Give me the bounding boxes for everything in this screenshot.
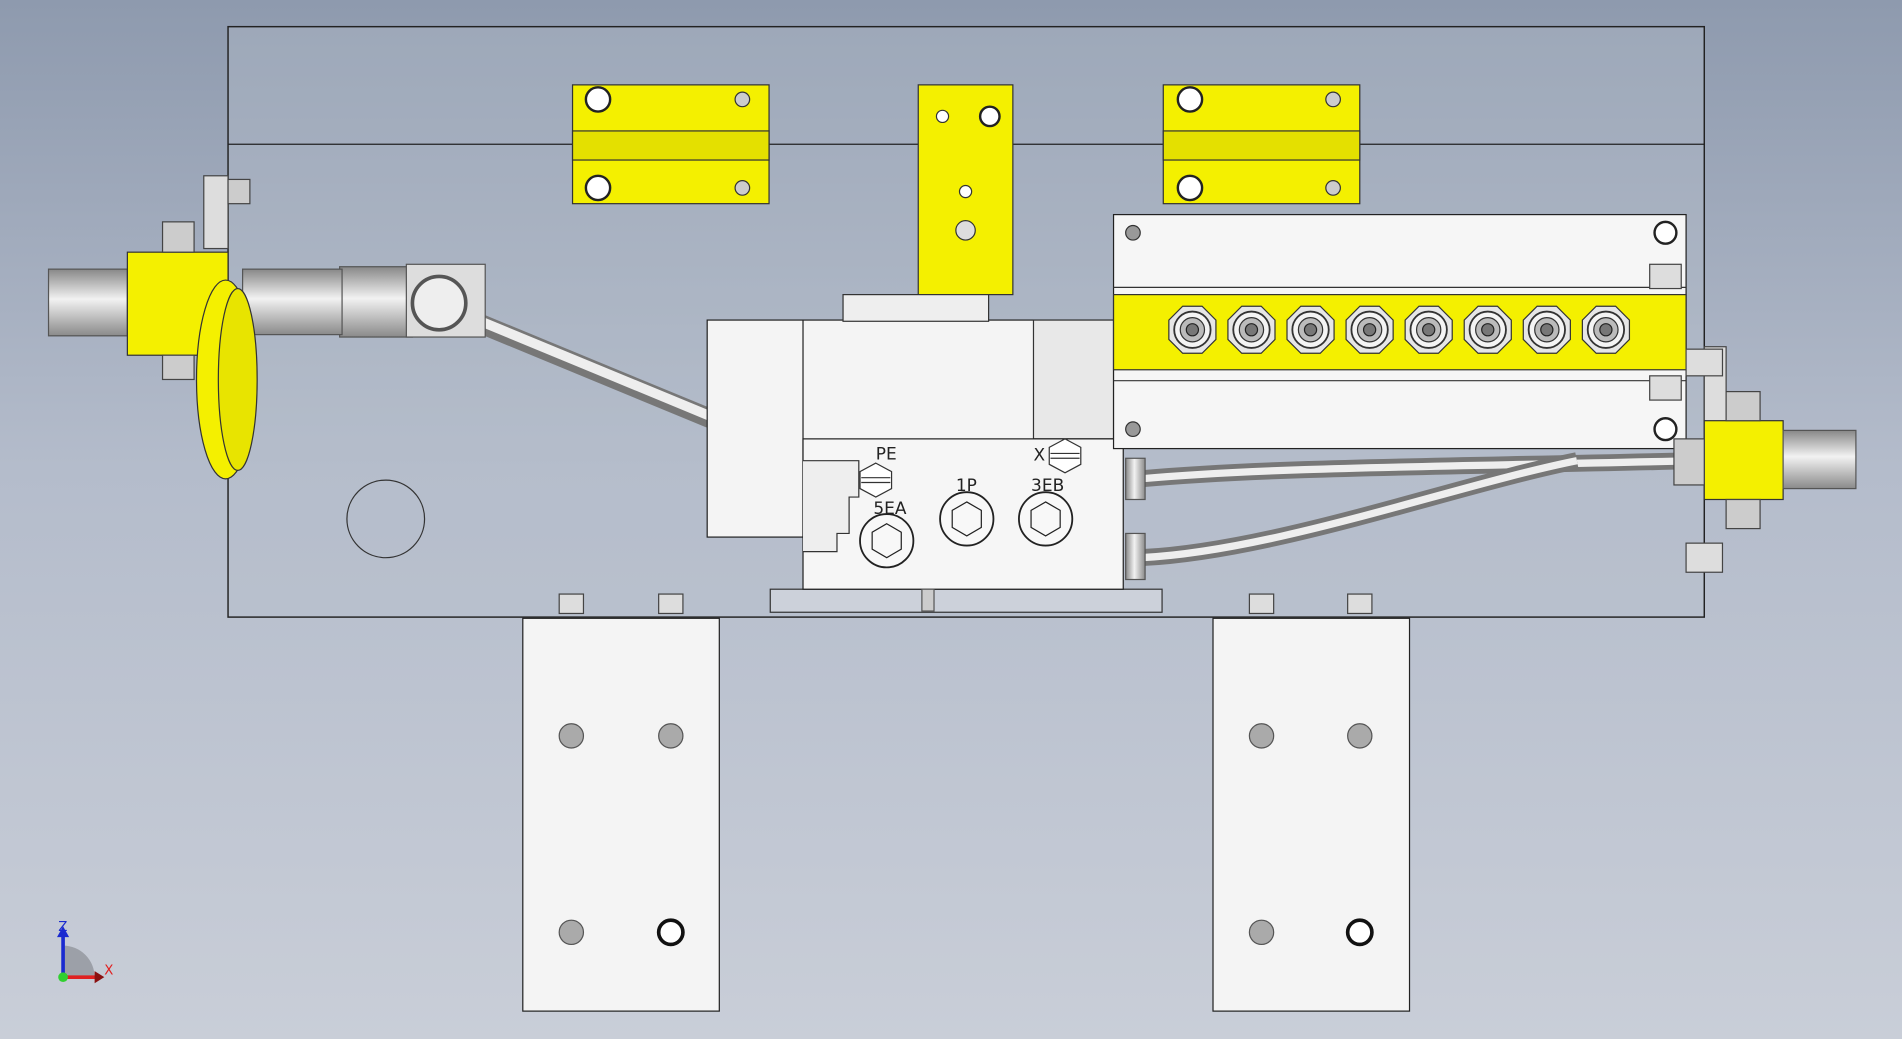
port-label-pe: PE — [876, 444, 897, 464]
axis-triad: Z X — [57, 920, 113, 984]
hinge-right — [1162, 84, 1361, 205]
port-1p: 1P — [939, 476, 995, 547]
pipe-left — [241, 263, 720, 428]
port-label-x: X — [1033, 446, 1045, 466]
cable-gland — [1345, 305, 1394, 354]
cable-gland — [1227, 305, 1276, 354]
port-x: X — [1033, 438, 1082, 474]
latch-bracket — [917, 84, 1014, 296]
pipes-right — [1125, 452, 1693, 581]
cable-gland — [1581, 305, 1631, 354]
cable-gland — [1168, 305, 1217, 354]
mounting-leg-right — [1212, 617, 1411, 1012]
cable-gland — [1463, 305, 1512, 354]
bolts-bottom — [558, 593, 1373, 615]
port-pe: PE — [859, 444, 897, 498]
port-label-1p: 1P — [956, 476, 977, 496]
cable-gland — [1404, 305, 1453, 354]
port-label-3eb: 3EB — [1031, 476, 1064, 496]
mounting-leg-left — [522, 617, 720, 1012]
cable-gland — [1286, 305, 1335, 354]
port-3eb: 3EB — [1018, 476, 1074, 547]
cable-glands — [1168, 305, 1631, 354]
z-axis-label: Z — [58, 920, 67, 935]
inlet-fitting-left — [47, 175, 258, 480]
outlet-fitting-right — [1673, 346, 1857, 573]
cutout-hole — [346, 479, 426, 559]
hinge-left — [571, 84, 770, 205]
x-axis-label: X — [104, 964, 113, 979]
port-5ea: 5EA — [859, 499, 915, 569]
cable-gland — [1522, 305, 1571, 354]
